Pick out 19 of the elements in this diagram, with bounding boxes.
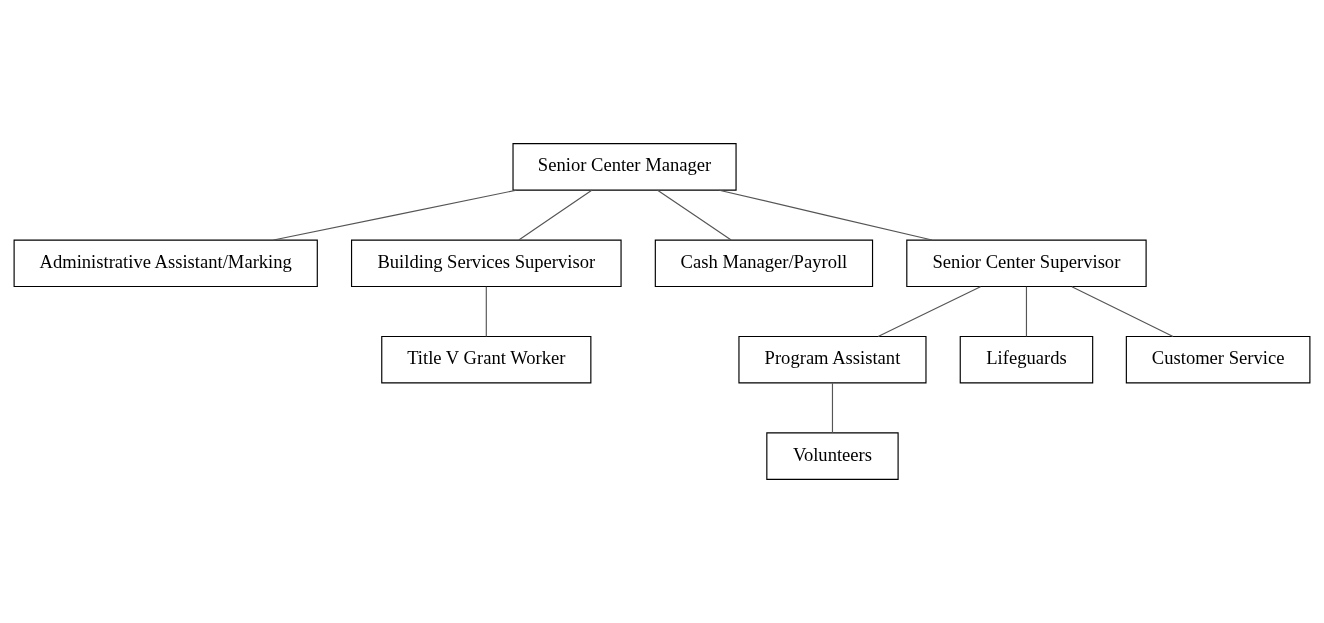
node-box: Title V Grant Worker <box>381 335 592 384</box>
node-box: Cash Manager/Payroll <box>654 239 874 288</box>
connector <box>485 286 487 337</box>
node-box: Program Assistant <box>738 335 927 384</box>
connector <box>1025 286 1028 337</box>
connector <box>657 189 732 241</box>
node-box: Senior Center Manager <box>512 143 737 191</box>
node-box: Lifeguards <box>959 335 1094 384</box>
node-box: Building Services Supervisor <box>351 239 622 288</box>
node-box: Volunteers <box>766 432 899 480</box>
node-box: Senior Center Supervisor <box>906 239 1147 288</box>
node-box: Customer Service <box>1125 335 1311 384</box>
connector <box>518 189 593 241</box>
node-box: Administrative Assistant/Marking <box>13 239 318 288</box>
connector <box>831 382 834 434</box>
connector <box>718 189 933 241</box>
connector <box>877 286 982 337</box>
connector <box>272 189 517 241</box>
connector <box>1071 286 1174 337</box>
